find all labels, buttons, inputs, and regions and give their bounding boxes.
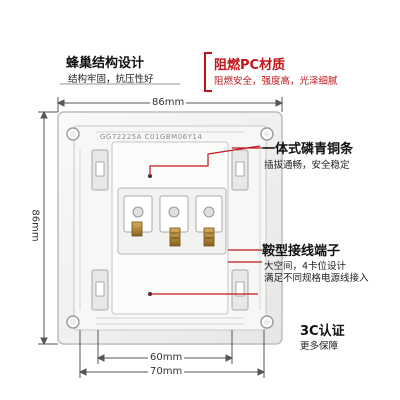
copper-title: 一体式磷青铜条 <box>262 142 354 157</box>
pc-brace <box>204 52 212 92</box>
honeycomb-title: 蜂巢结构设计 <box>66 56 145 71</box>
ccc-desc: 更多保障 <box>300 341 339 352</box>
pc-desc: 阻燃安全，强度高，光泽细腻 <box>214 76 338 87</box>
dim-bottom-inner: 60mm <box>148 352 185 363</box>
terminal-desc-2: 满足不同规格电源线接入 <box>264 273 369 284</box>
copper-desc: 插拔通畅，安全稳定 <box>264 160 350 171</box>
terminal-title: 鞍型接线端子 <box>262 244 341 259</box>
pc-title: 阻燃PC材质 <box>214 58 286 73</box>
honeycomb-desc: 结构牢固，抗压性好 <box>68 74 154 85</box>
ccc-title: 3C认证 <box>300 324 345 339</box>
product-code: GG72225A C01GBM06Y14 <box>100 133 203 141</box>
copper-contacts <box>131 221 215 247</box>
dim-top-width: 86mm <box>150 97 187 108</box>
dim-left-height: 86mm <box>29 207 41 244</box>
terminal-desc-1: 大空间，4卡位设计 <box>264 261 347 272</box>
dim-bottom-outer: 70mm <box>148 366 185 377</box>
